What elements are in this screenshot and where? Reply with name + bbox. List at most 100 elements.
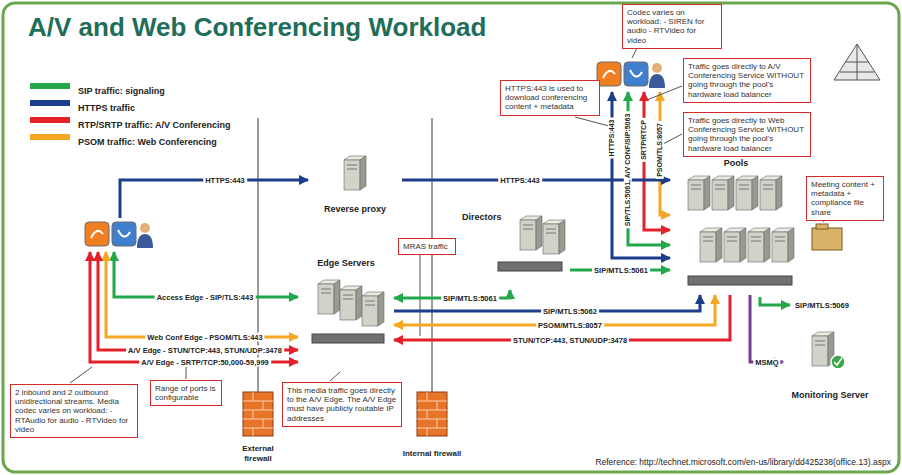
node-label: Edge Servers <box>298 258 394 268</box>
server-icon <box>688 176 710 210</box>
sip-line <box>114 252 298 297</box>
firewall-icon <box>417 392 447 436</box>
leader-line <box>70 367 92 383</box>
server-icon <box>712 176 734 210</box>
firewall-icon <box>243 392 273 436</box>
callout-box: HTTPS:443 is used to download conferenci… <box>500 80 600 116</box>
reference-note: Reference: http://technet.microsoft.com/… <box>593 457 893 467</box>
server-icon <box>362 292 384 326</box>
file-share-icon <box>812 228 842 250</box>
load-balancer <box>498 262 562 271</box>
callout-box: Codec varies on workload: - SIREN for au… <box>622 4 722 49</box>
leader-line <box>647 86 682 100</box>
connector-label: SIP/MTLS:5062 <box>541 307 599 316</box>
firewall-label: Internal firewall <box>400 449 464 459</box>
callout-text: This media traffic goes directly to the … <box>287 386 397 423</box>
server-icon <box>318 280 340 314</box>
server-icon <box>736 176 758 210</box>
link-label: HTTPS:443 <box>203 176 247 185</box>
server-node: Monitoring Server <box>783 328 877 400</box>
https-line <box>612 92 670 258</box>
legend-swatch <box>30 117 70 123</box>
load-balancer <box>312 334 384 343</box>
callout-text: Traffic goes directly to A/V Conferencin… <box>688 62 806 99</box>
server-node: Edge Servers <box>298 258 394 370</box>
sip-line <box>760 297 790 305</box>
legend-text: PSOM traffic: Web Conferencing <box>78 137 217 147</box>
link-label: SIP/MTLS:5069 <box>793 301 851 310</box>
connector-label: MSMQ <box>753 358 780 367</box>
link-label: PSOM/TLS:8057 <box>656 121 664 179</box>
legend-text: HTTPS traffic <box>78 103 135 113</box>
callout-text: Meeting content + metadata + compliance … <box>811 180 879 217</box>
leader-line <box>330 372 340 381</box>
network-lines <box>840 44 874 80</box>
node-label: Directors <box>462 212 502 222</box>
callout-box: This media traffic goes directly to the … <box>282 382 402 427</box>
media-line <box>90 252 298 362</box>
callout-text: Traffic goes directly to Web Conferencin… <box>688 116 806 153</box>
check-mark <box>834 358 842 365</box>
leader-line <box>186 367 187 379</box>
server-node: Reverse proxy <box>308 148 402 214</box>
node-label: Monitoring Server <box>783 390 877 400</box>
callout-box: Traffic goes directly to Web Conferencin… <box>683 112 811 157</box>
node-label: Reverse proxy <box>308 204 402 214</box>
server-icon <box>760 176 782 210</box>
connector-label: STUN/TCP:443, STUN/UDP:3478 <box>511 336 629 345</box>
client-icon <box>597 62 665 88</box>
link-label: A/V Edge - STUN/TCP:443, STUN/UDP:3478 <box>126 346 284 355</box>
legend-row: PSOM traffic: Web Conferencing <box>30 131 169 143</box>
server-icon <box>543 220 565 254</box>
link-label: A/V Edge - SRTP/TCP:50,000-59,999 <box>139 358 271 367</box>
server-icon <box>520 216 542 250</box>
server-icon <box>748 228 770 262</box>
callout-box: Traffic goes directly to A/V Conferencin… <box>683 58 811 103</box>
network-icon <box>834 44 880 80</box>
connector-label: SIP/MTLS:5061 <box>441 294 499 303</box>
server-icon <box>724 228 746 262</box>
server-icon <box>344 156 366 190</box>
connector <box>750 295 783 362</box>
legend-swatch <box>30 83 70 89</box>
frame <box>3 3 899 472</box>
server-node: Directors <box>462 212 570 290</box>
callout-box: MRAS traffic <box>398 238 456 255</box>
callout-box: Meeting content + metadata + compliance … <box>806 176 884 221</box>
link-label: Access Edge - SIP/TLS:443 <box>155 293 256 302</box>
leader-lines <box>70 42 824 383</box>
leader-line <box>663 134 682 144</box>
legend-text: RTP/SRTP traffic: A/V Conferencing <box>78 120 231 130</box>
client-icon <box>85 222 153 248</box>
link-label: SIP/TLS:5061, A/V CONF/SIP:5063 <box>624 112 632 229</box>
link-label: HTTPS:443 <box>608 118 616 159</box>
file-share-tab <box>816 224 828 229</box>
callout-text: 2 inbound and 2 outbound unidirectional … <box>15 388 133 434</box>
callout-text: MRAS traffic <box>403 242 451 251</box>
leader-line <box>575 117 609 126</box>
server-icon <box>340 286 362 320</box>
legend-swatch <box>30 134 70 140</box>
callout-text: Codec varies on workload: - SIREN for au… <box>627 8 717 45</box>
legend-row: RTP/SRTP traffic: A/V Conferencing <box>30 114 183 126</box>
server-icon <box>700 228 722 262</box>
legend-swatch <box>30 100 70 106</box>
check-icon <box>831 355 845 369</box>
connector-label: HTTPS:443 <box>498 176 542 185</box>
node-label: Pools <box>670 158 802 168</box>
callout-text: HTTPS:443 is used to download conferenci… <box>505 84 595 112</box>
title: A/V and Web Conferencing Workload <box>28 12 486 43</box>
link-label: SRTP/RTCP <box>640 118 648 162</box>
legend-row: HTTPS traffic <box>30 97 87 109</box>
server-icon <box>772 228 794 262</box>
load-balancer <box>688 276 792 285</box>
legend-row: SIP traffic: signaling <box>30 80 117 92</box>
https-line <box>120 180 308 218</box>
psom-line <box>106 252 298 337</box>
sip-line <box>628 92 670 245</box>
callout-box: Range of ports is configurable <box>150 380 222 406</box>
firewall-label: External firewall <box>226 444 290 463</box>
callout-box: 2 inbound and 2 outbound unidirectional … <box>10 384 138 438</box>
